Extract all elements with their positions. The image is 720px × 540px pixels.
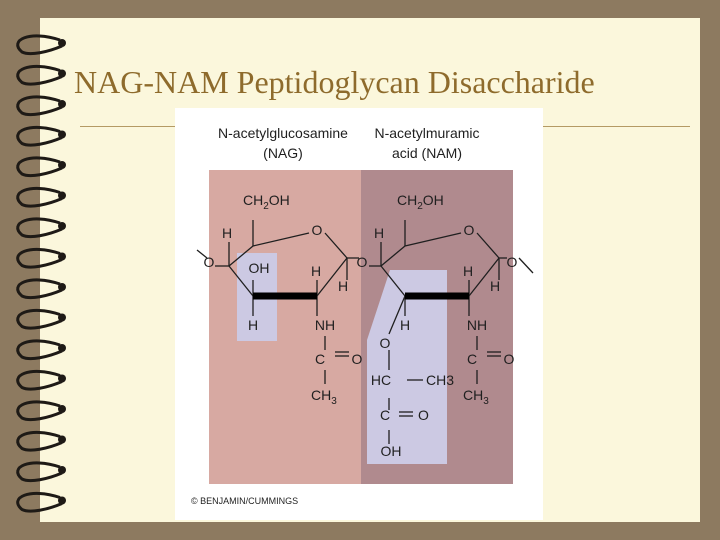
nag-ring-bonds (196, 220, 359, 384)
binder-ring (16, 187, 66, 208)
nag-h-bottom: H (248, 317, 258, 333)
binder-ring (16, 370, 66, 391)
nag-carbonyl-o: O (352, 351, 363, 367)
nag-heading-line1: N-acetylglucosamine (218, 125, 348, 141)
nam-carbonyl-c: C (467, 351, 477, 367)
nag-panel (209, 170, 361, 484)
disaccharide-figure: N-acetylglucosamine (NAG) N-acetylmurami… (175, 108, 543, 520)
binder-rings (16, 34, 66, 513)
nag-nh-label: NH (315, 317, 335, 333)
nag-carbonyl-c: C (315, 351, 325, 367)
nag-ch2oh-label: CH2OH (243, 192, 290, 212)
nag-h-mid2: H (338, 278, 348, 294)
glycosidic-oxygen-left: O (204, 254, 215, 270)
nag-ring-oxygen: O (312, 222, 323, 238)
nam-nh-label: NH (467, 317, 487, 333)
nam-ch3-label: CH3 (463, 387, 489, 407)
binder-ring (16, 492, 66, 513)
nam-h-mid: H (463, 263, 473, 279)
nam-ch2oh-label: CH2OH (397, 192, 444, 212)
slide-title: NAG-NAM Peptidoglycan Disaccharide (74, 64, 595, 100)
binder-ring (16, 248, 66, 269)
binder-ring (16, 431, 66, 452)
binder-ring (16, 126, 66, 147)
binder-ring (16, 65, 66, 86)
lactyl-carbonyl-c: C (380, 407, 390, 423)
figure-credit: © BENJAMIN/CUMMINGS (191, 496, 298, 506)
binder-ring (16, 217, 66, 239)
nam-h-mid2: H (490, 278, 500, 294)
nam-ring-oxygen: O (464, 222, 475, 238)
nag-h-mid: H (311, 263, 321, 279)
binder-ring (16, 278, 66, 300)
nag-heading-line2: (NAG) (263, 145, 303, 161)
nam-heading-line2: acid (NAM) (392, 145, 462, 161)
nag-ch3-label: CH3 (311, 387, 337, 407)
binder-ring (16, 309, 66, 330)
binder-ring (16, 400, 66, 422)
lactyl-oh-label: OH (381, 443, 402, 459)
nag-oh-label: OH (249, 260, 270, 276)
lactyl-hc-label: HC (371, 372, 391, 388)
nam-lactyl-highlight (367, 270, 447, 464)
binder-ring (16, 34, 66, 56)
binder-ring (16, 339, 66, 361)
nam-heading-line1: N-acetylmuramic (374, 125, 479, 141)
lactyl-ch3-label: CH3 (426, 372, 454, 388)
nam-h-bottom: H (400, 317, 410, 333)
lactyl-carbonyl-o: O (418, 407, 429, 423)
lactyl-ether-oxygen: O (380, 335, 391, 351)
glycosidic-oxygen-middle: O (357, 254, 368, 270)
binder-ring (16, 156, 66, 178)
structure-diagram: N-acetylglucosamine (NAG) N-acetylmurami… (191, 125, 534, 506)
binder-ring (16, 461, 66, 483)
nam-carbonyl-o: O (504, 351, 515, 367)
glycosidic-oxygen-right: O (507, 254, 518, 270)
nam-h-top-left: H (374, 225, 384, 241)
nag-h-top-left: H (222, 225, 232, 241)
binder-ring (16, 95, 66, 117)
